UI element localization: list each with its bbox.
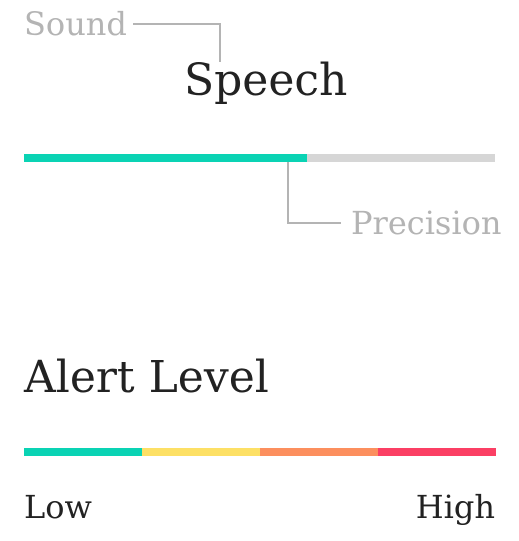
alert-level-segment-2 xyxy=(142,448,260,456)
alert-low-label: Low xyxy=(24,488,92,526)
alert-level-scale xyxy=(24,448,496,456)
precision-progress-fill xyxy=(24,154,307,162)
precision-progress-bar xyxy=(24,154,495,162)
alert-high-label: High xyxy=(415,488,495,526)
speech-title: Speech xyxy=(184,55,348,106)
alert-level-segment-1 xyxy=(24,448,142,456)
sound-caption: Sound xyxy=(24,5,127,43)
alert-level-title: Alert Level xyxy=(24,352,269,403)
precision-label: Precision xyxy=(351,204,502,242)
alert-level-segment-4 xyxy=(378,448,496,456)
precision-callout-line xyxy=(287,160,341,224)
alert-level-segment-3 xyxy=(260,448,378,456)
